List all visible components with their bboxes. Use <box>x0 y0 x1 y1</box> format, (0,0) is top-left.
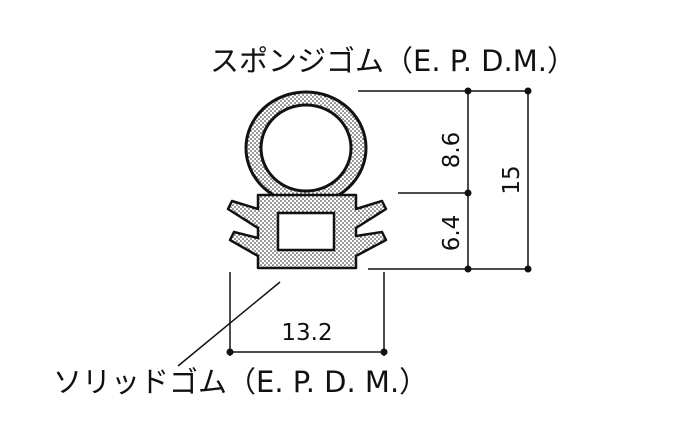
sponge-rubber-label: スポンジゴム（E. P. D.M.） <box>210 44 576 78</box>
dim-bottom-height: 6.4 <box>439 215 465 252</box>
width-dimension-dots <box>226 348 388 356</box>
dim-top-height: 8.6 <box>439 132 465 169</box>
width-dimension <box>229 272 385 356</box>
solid-base <box>226 193 388 270</box>
sponge-bulb <box>244 90 368 206</box>
dim-total-height: 15 <box>499 165 525 194</box>
height-dimensions <box>358 90 529 270</box>
solid-rubber-label: ソリッドゴム（E. P. D. M.） <box>53 365 428 399</box>
solid-leader-line <box>177 281 281 367</box>
dim-width: 13.2 <box>281 320 332 346</box>
dimension-dots <box>464 87 532 273</box>
